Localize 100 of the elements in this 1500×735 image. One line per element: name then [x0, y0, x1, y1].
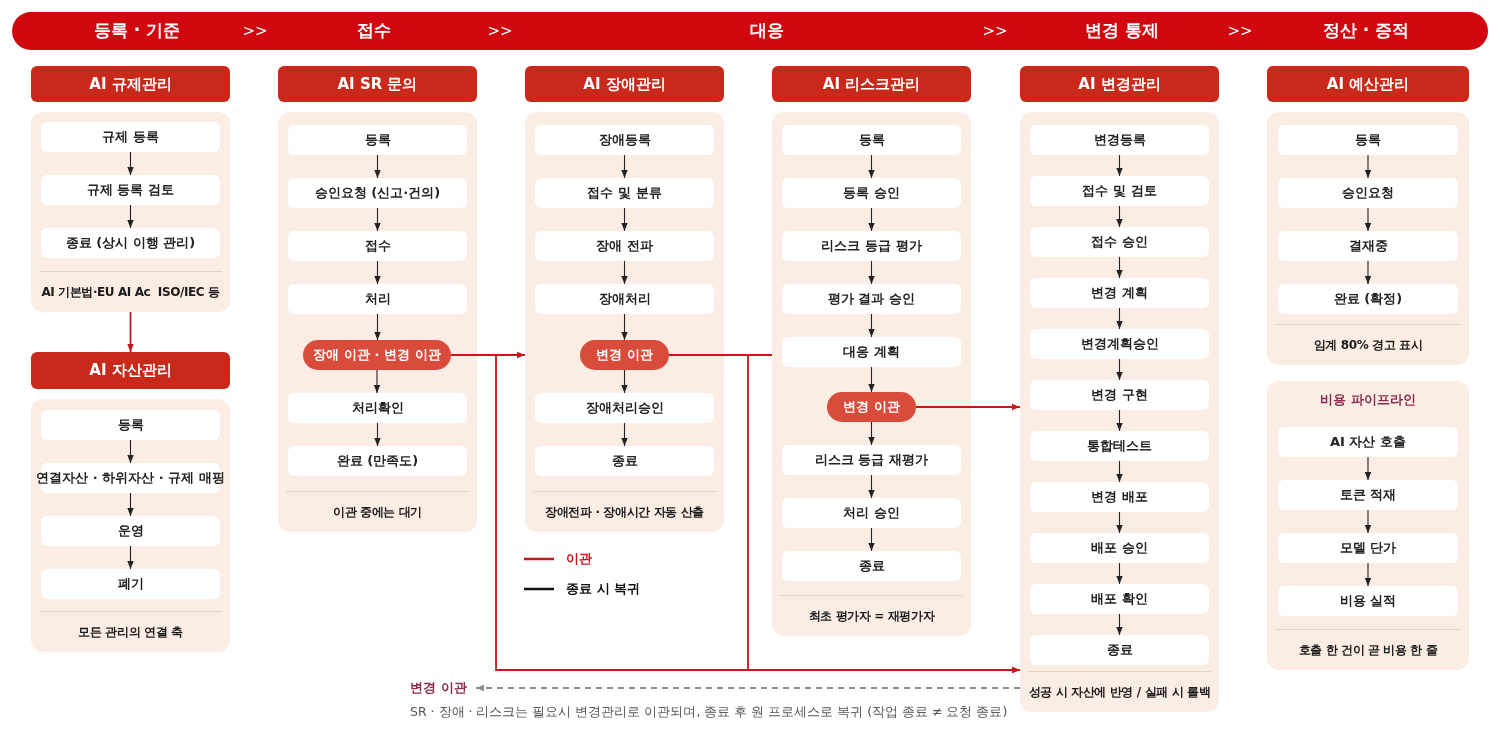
arrow	[868, 207, 875, 232]
arrow	[621, 260, 628, 285]
arrow	[1116, 511, 1123, 534]
stage-band	[12, 12, 1488, 50]
module-header: AI 장애관리	[525, 66, 724, 102]
arrow	[621, 422, 628, 447]
stage-title: 대응	[750, 19, 784, 43]
arrow	[621, 207, 628, 232]
arrow	[868, 154, 875, 179]
arrow	[127, 151, 134, 176]
step-box: 처리	[288, 284, 467, 314]
step-box: 규제 등록	[41, 122, 220, 152]
step-box: 접수	[288, 231, 467, 261]
arrow	[1116, 562, 1123, 585]
stage-title: 정산 · 증적	[1322, 19, 1410, 43]
step-box: 결재중	[1278, 231, 1458, 261]
step-box: 평가 결과 승인	[782, 284, 961, 314]
arrow	[915, 403, 1021, 411]
panel-note: 성공 시 자산에 반영 / 실패 시 롤백	[1028, 684, 1211, 701]
arrow	[1116, 205, 1123, 228]
arrow	[868, 527, 875, 552]
arrow	[127, 204, 134, 229]
step-box: 장애등록	[535, 125, 714, 155]
arrow	[1116, 154, 1123, 177]
arrow	[374, 207, 381, 232]
arrow	[1364, 154, 1372, 179]
arrow	[1116, 358, 1123, 381]
step-box: 변경 계획	[1030, 278, 1209, 308]
arrow	[1364, 260, 1372, 285]
panel-note: 임계 80% 경고 표시	[1313, 337, 1423, 354]
step-box: 변경등록	[1030, 125, 1209, 155]
step-box: 등록 승인	[782, 178, 961, 208]
module-header: AI 자산관리	[31, 352, 230, 389]
legend-label: 이관	[566, 550, 592, 568]
step-box: 승인요청 (신고·건의)	[288, 178, 467, 208]
arrow	[868, 260, 875, 285]
transfer-pill: 변경 이관	[827, 392, 916, 422]
arrow	[1364, 207, 1372, 232]
step-box: 변경 구현	[1030, 380, 1209, 410]
step-box: 완료 (만족도)	[288, 446, 467, 476]
arrow	[1116, 256, 1123, 279]
step-box: 배포 승인	[1030, 533, 1209, 563]
arrow	[127, 545, 134, 570]
step-box: 등록	[1278, 125, 1458, 155]
transfer-pill: 변경 이관	[580, 340, 669, 370]
arrow	[1116, 307, 1123, 330]
arrow	[127, 311, 134, 353]
arrow	[475, 684, 1021, 692]
arrow	[621, 369, 628, 394]
step-box: 장애 전파	[535, 231, 714, 261]
arrow	[1116, 460, 1123, 483]
process-panel	[772, 112, 971, 636]
note-text: SR · 장애 · 리스크는 필요시 변경관리로 이관되며, 종료 후 원 프로세스로 복귀 (작업 종료 ≠ 요청 종료)	[410, 703, 1008, 721]
module-header: AI 변경관리	[1020, 66, 1219, 102]
step-box: 처리확인	[288, 393, 467, 423]
step-box: 비용 실적	[1278, 586, 1458, 616]
module-header: AI 리스크관리	[772, 66, 971, 102]
step-box: 승인요청	[1278, 178, 1458, 208]
module-header: AI SR 문의	[278, 66, 477, 102]
step-box: 완료 (확정)	[1278, 284, 1458, 314]
step-box: 장애처리승인	[535, 393, 714, 423]
step-box: 변경계획승인	[1030, 329, 1209, 359]
step-box: 토큰 적재	[1278, 480, 1458, 510]
panel-note: 장애전파 · 장애시간 자동 산출	[545, 504, 704, 521]
arrow	[868, 421, 875, 446]
step-box: 규제 등록 검토	[41, 175, 220, 205]
arrow	[868, 313, 875, 338]
process-panel	[31, 399, 230, 652]
step-box: 접수 및 분류	[535, 178, 714, 208]
step-box: 리스크 등급 재평가	[782, 445, 961, 475]
arrow	[374, 422, 381, 447]
step-box: 배포 확인	[1030, 584, 1209, 614]
arrow	[868, 474, 875, 499]
process-panel	[1020, 112, 1219, 712]
step-box: 등록	[41, 410, 220, 440]
panel-note: AI 기본법·EU AI Ac ISO/IEC 등	[41, 284, 220, 301]
arrow	[1364, 562, 1372, 587]
process-panel	[31, 112, 230, 312]
step-box: 종료 (상시 이행 관리)	[41, 228, 220, 258]
process-panel	[278, 112, 477, 532]
arrow	[127, 439, 134, 464]
step-box: 모델 단가	[1278, 533, 1458, 563]
arrow	[868, 366, 875, 393]
step-box: AI 자산 호출	[1278, 427, 1458, 457]
arrow	[1116, 409, 1123, 432]
stage-chevron: >>	[487, 20, 513, 42]
panel-note: 최초 평가자 = 재평가자	[808, 608, 935, 625]
arrow	[1364, 456, 1372, 481]
module-header: AI 규제관리	[31, 66, 230, 102]
step-box: 등록	[782, 125, 961, 155]
panel-title: 비용 파이프라인	[1319, 391, 1417, 409]
process-panel	[525, 112, 724, 532]
arrow	[374, 154, 381, 179]
arrow	[621, 154, 628, 179]
transfer-pill: 장애 이관 · 변경 이관	[303, 340, 451, 370]
arrow	[374, 260, 381, 285]
step-box: 종료	[1030, 635, 1209, 665]
module-header: AI 예산관리	[1267, 66, 1469, 102]
arrow	[373, 369, 381, 394]
panel-note: 호출 한 건이 곧 비용 한 줄	[1298, 642, 1438, 659]
